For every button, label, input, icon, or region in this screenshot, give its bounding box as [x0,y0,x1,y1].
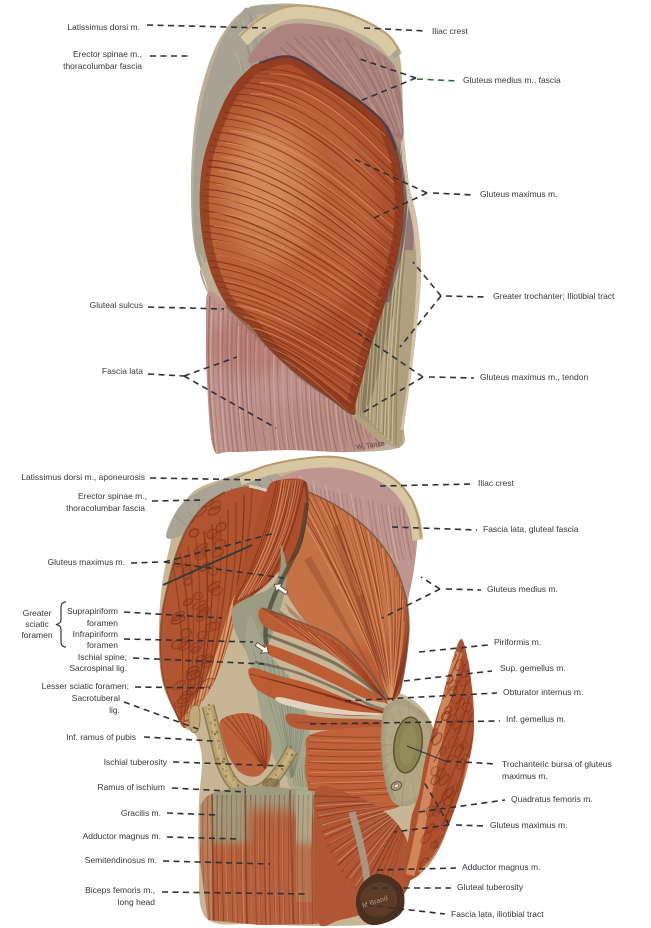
svg-text:Piriformis m.: Piriformis m. [494,637,541,647]
svg-text:foramen: foramen [87,640,118,650]
svg-text:Obturator internus m.: Obturator internus m. [503,687,583,697]
svg-text:Greater trochanter; Iliotibial: Greater trochanter; Iliotibial tract [493,291,615,301]
svg-text:Sacrotuberal: Sacrotuberal [72,693,120,703]
svg-text:Latissimus dorsi m.: Latissimus dorsi m. [67,22,140,32]
svg-text:Infrapiriform: Infrapiriform [73,629,118,639]
svg-text:Trochanteric bursa of gluteus: Trochanteric bursa of gluteus [502,759,612,769]
svg-text:Iliac crest: Iliac crest [432,26,469,36]
svg-text:Greater: Greater [23,608,52,618]
svg-text:Fascia lata, iliotibial tract: Fascia lata, iliotibial tract [451,909,544,919]
svg-text:Erector spinae m.,: Erector spinae m., [73,49,142,59]
svg-text:Fascia lata, gluteal fascia: Fascia lata, gluteal fascia [483,524,579,534]
svg-text:maximus m.: maximus m. [502,771,548,781]
svg-text:Latissimus dorsi m., aponeuros: Latissimus dorsi m., aponeurosis [21,472,145,482]
svg-text:Ramus of ischium: Ramus of ischium [97,782,165,792]
svg-text:Lesser sciatic foramen;: Lesser sciatic foramen; [42,681,129,691]
svg-text:Sup. gemellus m.: Sup. gemellus m. [500,663,566,673]
svg-text:Biceps femoris m.,: Biceps femoris m., [85,885,155,895]
svg-text:long head: long head [118,897,156,907]
svg-text:Semitendinosus m.: Semitendinosus m. [85,855,157,865]
svg-text:Gracilis m.: Gracilis m. [121,808,161,818]
svg-text:Gluteus maximus m.: Gluteus maximus m. [48,557,125,567]
svg-text:Gluteus maximus m.: Gluteus maximus m. [490,820,567,830]
svg-text:Sacrospinal lig.: Sacrospinal lig. [69,663,127,673]
svg-text:Gluteus maximus m., tendon: Gluteus maximus m., tendon [480,372,588,382]
svg-text:Iliac crest: Iliac crest [478,478,515,488]
svg-text:Erector spinae m.,: Erector spinae m., [78,491,147,501]
svg-text:foramen: foramen [21,630,52,640]
svg-text:Gluteus medius m.: Gluteus medius m. [487,584,558,594]
svg-text:foramen: foramen [87,618,118,628]
svg-text:Quadratus femoris m.: Quadratus femoris m. [511,794,593,804]
svg-text:lig.: lig. [109,705,120,715]
svg-text:Gluteus maximus m.: Gluteus maximus m. [480,189,557,199]
svg-text:Inf. gemellus m.: Inf. gemellus m. [506,714,566,724]
svg-text:thoracolumbar fascia: thoracolumbar fascia [66,503,145,513]
svg-text:Ischial tuberosity: Ischial tuberosity [104,757,168,767]
svg-text:Adductor magnus m.: Adductor magnus m. [462,862,540,872]
svg-text:Inf. ramus of pubis: Inf. ramus of pubis [66,732,136,742]
svg-text:Adductor magnus m.: Adductor magnus m. [83,831,161,841]
svg-text:Fascia lata: Fascia lata [102,366,143,376]
svg-text:Gluteal sulcus: Gluteal sulcus [90,300,143,310]
svg-text:Gluteus medius m., fascia: Gluteus medius m., fascia [463,75,561,85]
svg-text:W. Tanze: W. Tanze [356,440,385,451]
svg-text:Gluteal tuberosity: Gluteal tuberosity [457,882,524,892]
svg-text:Suprapiriform: Suprapiriform [67,606,118,616]
svg-text:sciatic: sciatic [25,619,49,629]
svg-text:thoracolumbar fascia: thoracolumbar fascia [63,61,142,71]
svg-text:Ischial spine;: Ischial spine; [78,652,127,662]
